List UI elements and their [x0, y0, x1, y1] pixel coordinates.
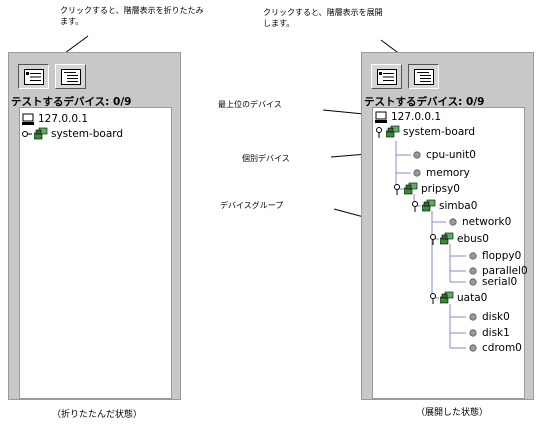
expanded-handle-icon[interactable]: [411, 201, 419, 212]
collapse-button[interactable]: [371, 64, 402, 89]
expanded-handle-icon[interactable]: [429, 234, 437, 245]
collapse-note: クリックすると、階層表示を折りたたみ ます。: [60, 6, 204, 26]
host-icon: [22, 113, 34, 125]
tree-node-label: floppy0: [482, 250, 522, 262]
panel-title: テストするデバイス: 0/9: [364, 96, 485, 108]
collapsed-handle-icon[interactable]: [22, 130, 32, 138]
tree-node-label: disk1: [482, 327, 510, 339]
callout-top-level-device: 最上位のデバイス: [218, 100, 282, 109]
callout-individual-device: 個別デバイス: [242, 154, 290, 163]
left-device-panel: テストするデバイス: 0/9 127.0.0.1 system-board: [8, 52, 181, 400]
board-icon: [440, 291, 454, 304]
leaf-dot-icon: [413, 169, 421, 177]
tree-node-label: ebus0: [457, 233, 489, 245]
collapse-button[interactable]: [18, 64, 49, 89]
collapse-tree-icon: [377, 69, 397, 85]
tree-node-label: disk0: [482, 311, 510, 323]
tree-node-label: cpu-unit0: [426, 149, 476, 161]
tree-node-label: 127.0.0.1: [391, 111, 442, 123]
expand-tree-icon: [61, 69, 81, 85]
right-panel-caption: （展開した状態）: [416, 408, 489, 418]
tree-node-label: network0: [462, 216, 512, 228]
leaf-dot-icon: [469, 267, 477, 275]
leaf-dot-icon: [469, 344, 477, 352]
leaf-dot-icon: [469, 278, 477, 286]
tree-node-label: cdrom0: [482, 342, 522, 354]
expanded-handle-icon[interactable]: [429, 293, 437, 304]
expand-button[interactable]: [408, 64, 439, 89]
board-icon: [386, 125, 400, 138]
board-icon: [404, 182, 418, 195]
expand-note: クリックすると、階層表示を展開 します。: [263, 8, 383, 28]
expanded-handle-icon[interactable]: [393, 184, 401, 195]
expand-tree-icon: [414, 69, 434, 85]
host-icon: [375, 111, 387, 123]
tree-node-label: 127.0.0.1: [38, 113, 89, 125]
tree-node-label: serial0: [482, 276, 518, 288]
tree-node-label: parallel0: [482, 265, 528, 277]
leaf-dot-icon: [469, 252, 477, 260]
device-tree: 127.0.0.1 system-board cpu-unit0 memory prip…: [372, 107, 528, 399]
leaf-dot-icon: [449, 218, 457, 226]
left-panel-caption: （折りたたんだ状態）: [52, 410, 143, 420]
tree-node-label: simba0: [439, 200, 478, 212]
tree-node-label: system-board: [403, 126, 476, 138]
board-icon: [422, 199, 436, 212]
expand-button[interactable]: [55, 64, 86, 89]
leaf-dot-icon: [469, 329, 477, 337]
tree-node-label: pripsy0: [421, 183, 460, 195]
tree-node-label: uata0: [457, 292, 488, 304]
board-icon: [440, 232, 454, 245]
expanded-handle-icon[interactable]: [375, 127, 383, 138]
board-icon: [34, 127, 48, 140]
panel-title: テストするデバイス: 0/9: [11, 96, 132, 108]
device-tree: 127.0.0.1 system-board: [19, 107, 172, 399]
leaf-dot-icon: [413, 151, 421, 159]
callout-device-group: デバイスグループ: [220, 201, 284, 210]
tree-node-label: memory: [426, 167, 470, 179]
right-device-panel: テストするデバイス: 0/9: [361, 52, 534, 400]
leaf-dot-icon: [469, 313, 477, 321]
collapse-tree-icon: [24, 69, 44, 85]
tree-node-label: system-board: [51, 128, 124, 140]
